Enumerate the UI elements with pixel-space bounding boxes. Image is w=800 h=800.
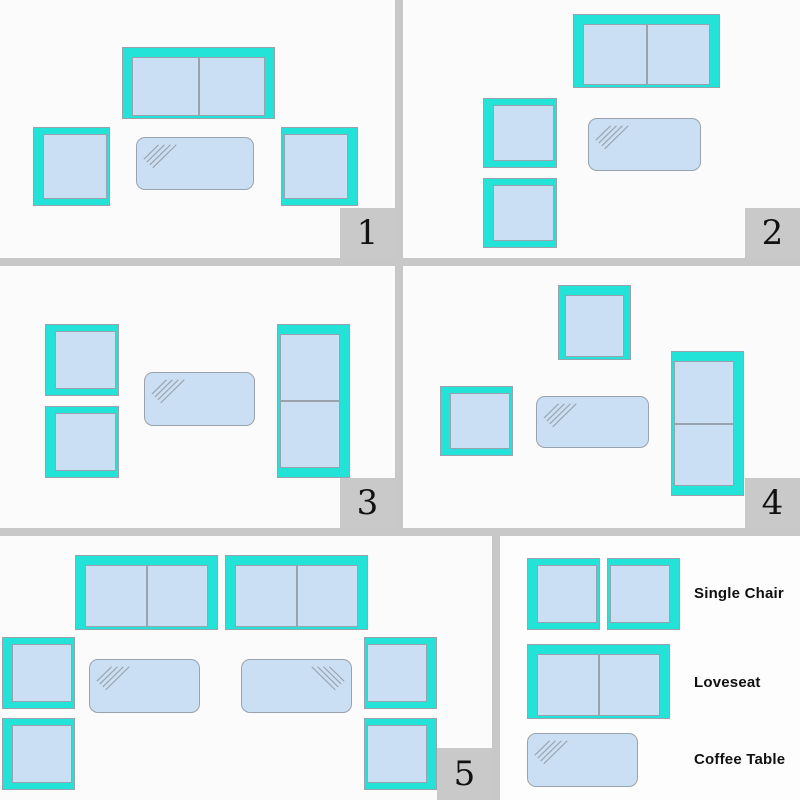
chair-cushion [367, 725, 427, 783]
chair-cushion [55, 331, 116, 389]
loveseat-cushion-left [537, 654, 599, 716]
coffee-table[interactable] [588, 118, 701, 171]
table-hatch-icon [595, 125, 629, 150]
single-chair[interactable] [2, 718, 75, 790]
chair-cushion [565, 295, 624, 357]
table-hatch-icon [543, 403, 577, 428]
loveseat-cushion-right [296, 565, 358, 627]
coffee-table[interactable] [536, 396, 649, 448]
single-chair[interactable] [33, 127, 110, 206]
coffee-table[interactable] [144, 372, 255, 426]
single-chair[interactable] [281, 127, 358, 206]
legend-item-coffee-table: Coffee Table [500, 721, 800, 800]
coffee-table[interactable] [241, 659, 352, 713]
layout-panel-3[interactable]: 3 [0, 266, 395, 528]
loveseat[interactable] [75, 555, 218, 630]
single-chair[interactable] [440, 386, 513, 456]
legend-panel: Single Chair Loveseat [500, 536, 800, 800]
chair-cushion [284, 134, 348, 199]
table-hatch-icon [151, 379, 185, 404]
legend-label-coffee-table: Coffee Table [694, 751, 786, 768]
panel-number: 4 [761, 483, 784, 523]
chair-cushion [367, 644, 427, 702]
single-chair[interactable] [45, 324, 119, 396]
layout-panel-2[interactable]: 2 [403, 0, 800, 258]
loveseat[interactable] [122, 47, 275, 119]
layout-panel-5[interactable]: 5 [0, 536, 492, 800]
loveseat-cushion-left [132, 57, 199, 116]
loveseat-cushion-right [146, 565, 208, 627]
chair-cushion [493, 105, 554, 161]
legend-label-single-chair: Single Chair [694, 585, 784, 602]
chair-cushion [493, 185, 554, 241]
chair-cushion [610, 565, 670, 623]
loveseat-cushion-bottom [280, 401, 340, 468]
panel-number-badge-3: 3 [340, 478, 395, 528]
single-chair[interactable] [364, 637, 437, 709]
loveseat-cushion-top [674, 361, 734, 424]
loveseat-cushion-right [646, 24, 710, 85]
loveseat-cushion-left [583, 24, 647, 85]
loveseat-cushion-right [198, 57, 265, 116]
loveseat-cushion-left [235, 565, 297, 627]
layout-panel-4[interactable]: 4 [403, 266, 800, 528]
panel-number-badge-1: 1 [340, 208, 395, 258]
loveseat[interactable] [225, 555, 368, 630]
chair-cushion [450, 393, 510, 449]
legend-label-loveseat: Loveseat [694, 674, 761, 691]
loveseat-icon [527, 644, 670, 719]
single-chair-icon [527, 558, 600, 630]
legend-item-single-chair: Single Chair [500, 536, 800, 636]
panel-number: 3 [356, 483, 379, 523]
loveseat-cushion-left [85, 565, 147, 627]
single-chair[interactable] [483, 178, 557, 248]
layout-panel-1[interactable]: 1 [0, 0, 395, 258]
single-chair[interactable] [483, 98, 557, 168]
panel-number: 2 [761, 213, 784, 253]
chair-cushion [12, 644, 72, 702]
table-hatch-icon [96, 666, 130, 691]
single-chair[interactable] [45, 406, 119, 478]
loveseat-cushion-top [280, 334, 340, 401]
single-chair[interactable] [558, 285, 631, 360]
table-hatch-icon [143, 144, 177, 169]
loveseat[interactable] [277, 324, 350, 478]
panel-number: 1 [356, 213, 379, 253]
single-chair[interactable] [2, 637, 75, 709]
loveseat[interactable] [671, 351, 744, 496]
coffee-table[interactable] [89, 659, 200, 713]
panel-number-badge-5: 5 [437, 748, 492, 800]
chair-cushion [12, 725, 72, 783]
coffee-table-icon [527, 733, 638, 787]
chair-cushion [537, 565, 597, 623]
loveseat-cushion-bottom [674, 423, 734, 486]
loveseat-cushion-right [598, 654, 660, 716]
panel-number: 5 [453, 754, 476, 794]
chair-cushion [55, 413, 116, 471]
legend-item-loveseat: Loveseat [500, 636, 800, 721]
table-hatch-icon [311, 666, 345, 691]
table-hatch-icon [534, 740, 568, 765]
panel-number-badge-4: 4 [745, 478, 800, 528]
coffee-table[interactable] [136, 137, 254, 190]
loveseat[interactable] [573, 14, 720, 88]
panel-number-badge-2: 2 [745, 208, 800, 258]
single-chair-icon [607, 558, 680, 630]
chair-cushion [43, 134, 107, 199]
single-chair[interactable] [364, 718, 437, 790]
